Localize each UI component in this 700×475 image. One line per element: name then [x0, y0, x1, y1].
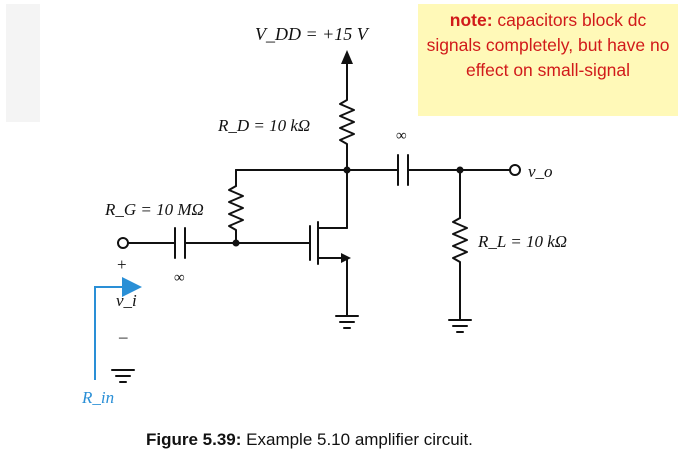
rin-label: R_in	[81, 388, 114, 407]
gate-junction	[232, 239, 240, 247]
vi-plus: +	[117, 255, 127, 274]
rd-label: R_D = 10 kΩ	[217, 116, 310, 135]
note-callout: note: capacitors block dc signals comple…	[418, 4, 678, 116]
scan-watermark-strip	[6, 4, 40, 122]
caption-text: Example 5.10 amplifier circuit.	[241, 430, 473, 449]
rl-resistor	[452, 217, 468, 313]
caption-number: Figure 5.39:	[146, 430, 242, 449]
rd-resistor	[339, 94, 355, 171]
vo-terminal	[509, 164, 521, 176]
note-text: capacitors block dc signals completely, …	[426, 10, 670, 80]
rin-arrow	[94, 277, 142, 380]
rg-resistor	[228, 185, 244, 244]
vo-label: v_o	[528, 162, 553, 181]
vi-label: v_i	[116, 291, 137, 310]
vdd-label: V_DD = +15 V	[255, 24, 370, 44]
note-prefix: note:	[449, 10, 493, 30]
rg-label: R_G = 10 MΩ	[104, 200, 204, 219]
vi-minus: –	[118, 327, 128, 346]
output-cap-infinity: ∞	[396, 128, 407, 144]
figure-caption: Figure 5.39: Example 5.10 amplifier circ…	[146, 430, 566, 450]
vi-terminal	[117, 237, 129, 249]
vdd-arrow	[341, 50, 353, 64]
output-junction	[456, 166, 464, 174]
rl-label: R_L = 10 kΩ	[477, 232, 567, 251]
drain-junction	[343, 166, 351, 174]
input-cap-infinity: ∞	[174, 270, 185, 286]
